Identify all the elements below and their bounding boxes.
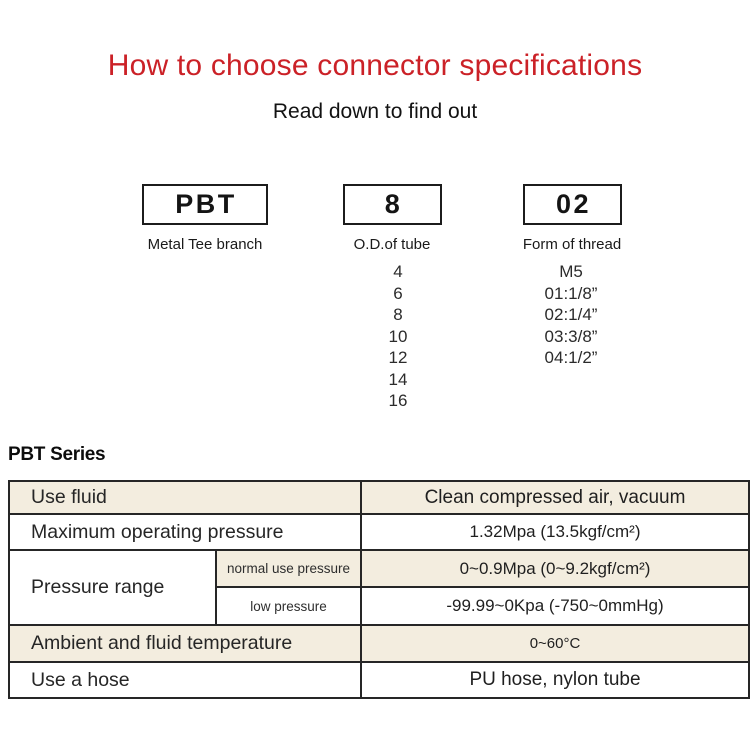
spec-value-temperature: 0~60°C [360,624,750,663]
spec-value-low-pressure: -99.99~0Kpa (-750~0mmHg) [360,586,750,626]
tube-size-option: 6 [393,283,403,303]
page-subtitle: Read down to find out [272,100,478,123]
spec-sublabel-normal-pressure: normal use pressure [215,549,362,588]
code-label-tube-size: O.D.of tube [353,236,431,253]
spec-value-hose: PU hose, nylon tube [360,661,750,699]
spec-label-temperature: Ambient and fluid temperature [8,624,362,663]
spec-sublabel-low-pressure: low pressure [215,586,362,626]
spec-value-max-pressure: 1.32Mpa (13.5kgf/cm²) [360,513,750,551]
series-heading: PBT Series [8,444,106,465]
table-row: Use fluid Clean compressed air, vacuum [8,480,750,515]
code-tube-size: 8 [384,189,403,219]
table-row: Ambient and fluid temperature 0~60°C [8,624,750,663]
thread-form-option: 03:3/8” [544,326,598,346]
table-row: low pressure -99.99~0Kpa (-750~0mmHg) [9,586,750,626]
tube-size-option: 12 [388,348,408,367]
code-thread-form: 02 [555,189,592,219]
code-box-tube-size: 8 [343,184,442,225]
spec-label-use-fluid: Use fluid [8,480,362,515]
spec-label-pressure-range: Pressure range [8,549,217,626]
table-row: Pressure range normal use pressure 0~0.9… [8,549,750,626]
code-series: PBT [175,189,237,219]
spec-value-use-fluid: Clean compressed air, vacuum [360,480,750,515]
code-label-thread-form: Form of thread [522,236,622,253]
thread-form-list: M5 01:1/8” 02:1/4” 03:3/8” 04:1/2” [501,261,641,369]
spec-table: Use fluid Clean compressed air, vacuum M… [8,480,750,699]
tube-size-list: 4 6 8 10 12 14 16 [328,261,468,412]
spec-value-normal-pressure: 0~0.9Mpa (0~9.2kgf/cm²) [360,549,750,588]
thread-form-option: 02:1/4” [544,305,598,324]
thread-form-option: M5 [559,262,583,281]
spec-label-hose: Use a hose [8,661,362,699]
page-title: How to choose connector specifications [107,49,643,82]
tube-size-option: 8 [393,305,403,324]
spec-label-max-pressure: Maximum operating pressure [8,513,362,551]
tube-size-option: 4 [393,262,403,281]
tube-size-option: 10 [388,326,408,346]
code-box-series: PBT [142,184,268,225]
thread-form-option: 01:1/8” [544,283,598,303]
table-row: Use a hose PU hose, nylon tube [8,661,750,699]
code-box-thread-form: 02 [523,184,622,225]
tube-size-option: 14 [388,369,408,389]
code-label-series: Metal Tee branch [147,236,263,253]
table-row: Maximum operating pressure 1.32Mpa (13.5… [8,513,750,551]
thread-form-option: 04:1/2” [544,348,598,367]
tube-size-option: 16 [388,391,408,410]
